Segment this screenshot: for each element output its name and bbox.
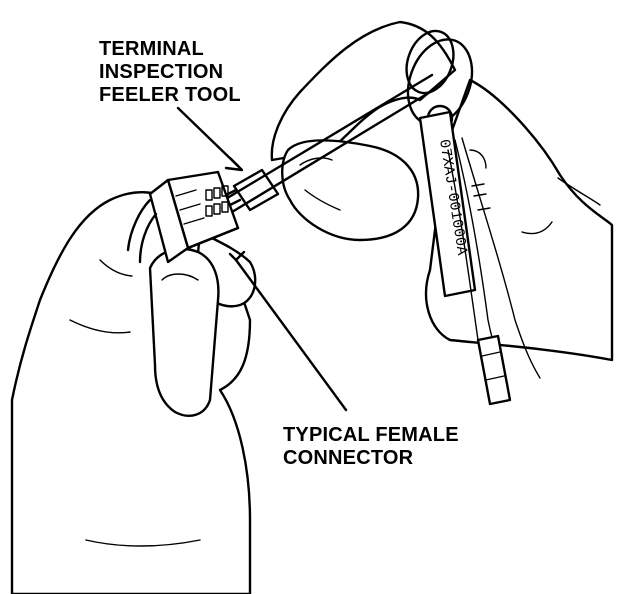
feeler-tool-label-line-3: FEELER TOOL bbox=[99, 84, 241, 106]
tool-leader-arrowhead bbox=[224, 156, 244, 172]
left-hand bbox=[10, 191, 257, 594]
female-connector bbox=[126, 170, 240, 264]
female-connector-label: TYPICAL FEMALE CONNECTOR bbox=[283, 424, 459, 470]
feeler-tool-label-line-1: TERMINAL bbox=[99, 38, 204, 60]
leader-lines bbox=[176, 106, 348, 412]
feeler-tool-label: TERMINAL INSPECTION FEELER TOOL bbox=[99, 38, 241, 107]
feeler-tool-label-line-2: INSPECTION bbox=[99, 61, 224, 83]
tool-leader-line bbox=[176, 106, 240, 168]
connector-leader-arrowhead bbox=[228, 250, 246, 262]
tag bbox=[418, 110, 477, 298]
key-ring-and-tag: 07XAJ-001000A bbox=[405, 29, 541, 406]
female-connector-label-line-2: CONNECTOR bbox=[283, 447, 414, 469]
female-connector-label-line-1: TYPICAL FEMALE bbox=[283, 424, 459, 446]
connector-leader-line bbox=[234, 258, 348, 412]
